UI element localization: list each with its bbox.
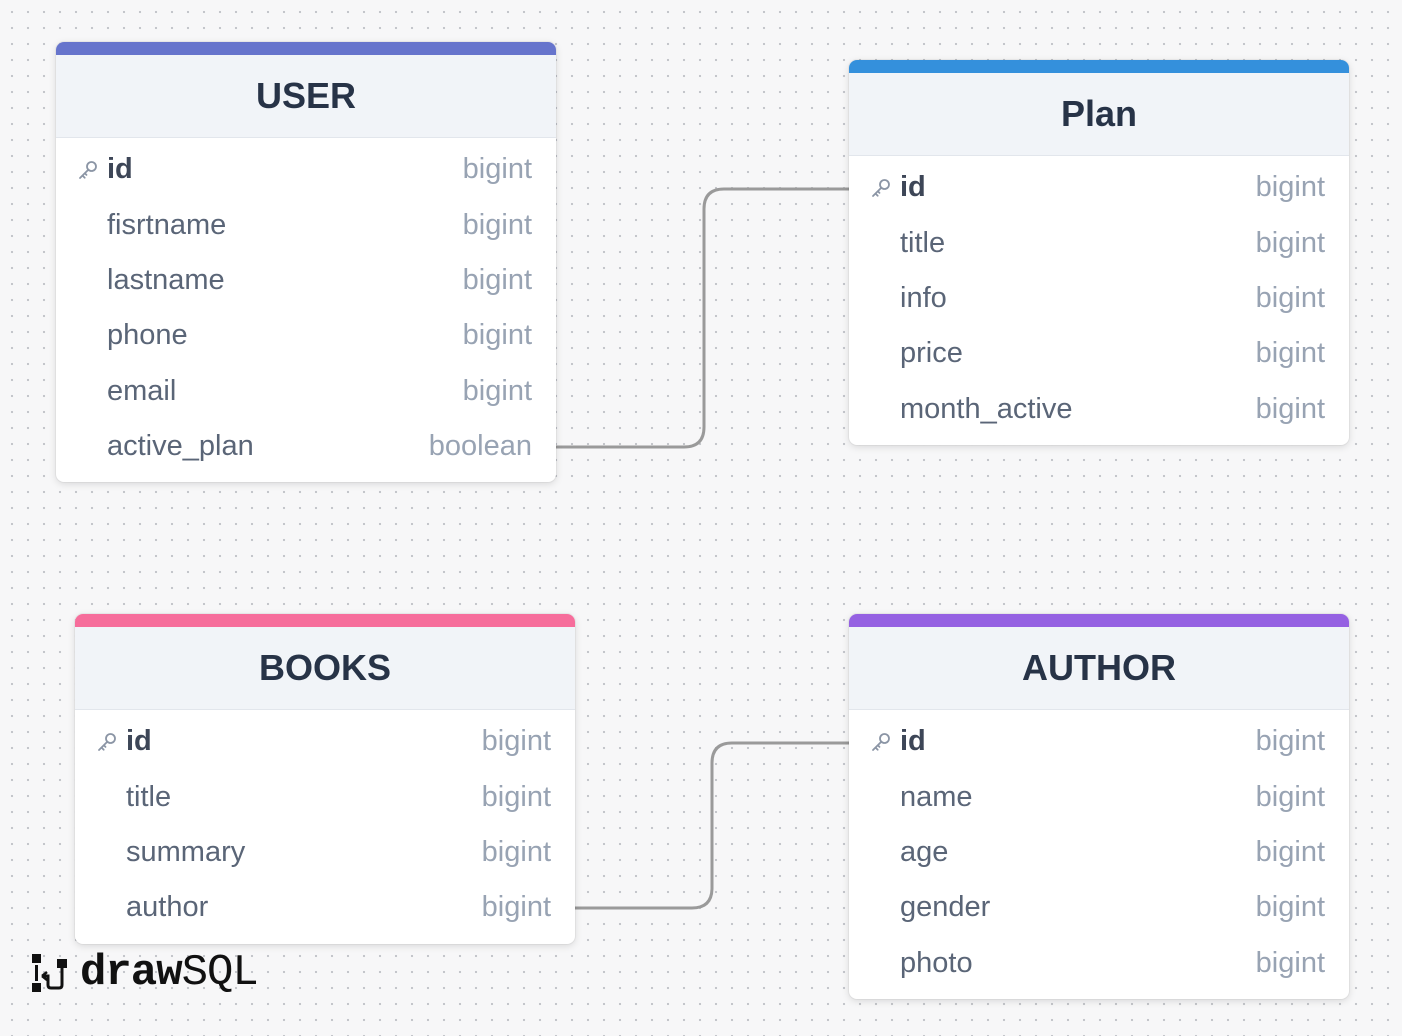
table-header[interactable]: USER — [56, 55, 556, 138]
column-type: bigint — [462, 374, 532, 407]
column-type: bigint — [462, 319, 532, 352]
column-type: bigint — [462, 153, 532, 186]
column-row-email[interactable]: email bigint — [56, 364, 556, 419]
column-type: bigint — [1255, 337, 1325, 370]
column-row-phone[interactable]: phone bigint — [56, 308, 556, 363]
column-name: price — [900, 337, 963, 370]
column-name: title — [126, 780, 172, 813]
column-list: id bigint title bigint summary bigint author bi… — [75, 710, 575, 944]
column-row-author[interactable]: author bigint — [75, 880, 575, 935]
column-type: boolean — [428, 430, 532, 463]
column-type: bigint — [1255, 281, 1325, 314]
relation-books-author-to-author-id[interactable] — [575, 741, 849, 910]
column-type: bigint — [481, 780, 551, 813]
column-name: active_plan — [107, 430, 254, 463]
primary-key-icon — [76, 158, 107, 182]
column-type: bigint — [1255, 392, 1325, 425]
column-row-title[interactable]: title bigint — [75, 769, 575, 824]
primary-key-icon — [869, 730, 900, 754]
table-user[interactable]: USER id bigint fisrtname bigint lastname bigi… — [56, 42, 556, 483]
column-row-lastname[interactable]: lastname bigint — [56, 253, 556, 308]
column-name: info — [900, 281, 947, 314]
column-row-photo[interactable]: photo bigint — [849, 936, 1349, 991]
column-row-summary[interactable]: summary bigint — [75, 825, 575, 880]
table-title: USER — [255, 75, 357, 116]
table-plan[interactable]: Plan id bigint title bigint info bigint price b… — [849, 60, 1349, 445]
table-accent-bar — [56, 42, 556, 55]
column-type: bigint — [1255, 891, 1325, 924]
column-name: author — [126, 891, 209, 924]
table-header[interactable]: AUTHOR — [849, 627, 1349, 710]
table-title: BOOKS — [258, 647, 391, 688]
column-type: bigint — [481, 725, 551, 758]
column-type: bigint — [462, 208, 532, 241]
column-type: bigint — [481, 891, 551, 924]
column-name: id — [126, 725, 152, 758]
column-name: month_active — [900, 392, 1073, 425]
column-type: bigint — [1255, 835, 1325, 868]
table-accent-bar — [849, 60, 1349, 73]
table-title: AUTHOR — [1022, 647, 1176, 688]
column-row-month-active[interactable]: month_active bigint — [849, 382, 1349, 437]
column-type: bigint — [481, 835, 551, 868]
column-type: bigint — [1255, 226, 1325, 259]
table-accent-bar — [849, 614, 1349, 627]
column-name: summary — [126, 835, 246, 868]
column-type: bigint — [1255, 946, 1325, 979]
primary-key-icon — [95, 730, 126, 754]
column-type: bigint — [1255, 780, 1325, 813]
column-type: bigint — [462, 263, 532, 296]
table-accent-bar — [75, 614, 575, 627]
column-row-id[interactable]: id bigint — [849, 714, 1349, 769]
logo-text-draw: draw — [80, 948, 183, 998]
column-type: bigint — [1255, 725, 1325, 758]
column-row-name[interactable]: name bigint — [849, 769, 1349, 824]
column-row-price[interactable]: price bigint — [849, 326, 1349, 381]
relation-user-active-plan-to-plan-id[interactable] — [556, 187, 849, 449]
primary-key-icon — [869, 176, 900, 200]
column-list: id bigint title bigint info bigint price bigint… — [849, 156, 1349, 445]
column-name: email — [107, 374, 177, 407]
column-name: photo — [900, 946, 973, 979]
column-name: title — [900, 226, 946, 259]
table-header[interactable]: Plan — [849, 73, 1349, 156]
column-row-gender[interactable]: gender bigint — [849, 880, 1349, 935]
column-row-id[interactable]: id bigint — [849, 160, 1349, 215]
column-name: gender — [900, 891, 991, 924]
column-row-id[interactable]: id bigint — [56, 142, 556, 197]
column-row-active-plan[interactable]: active_plan boolean — [56, 419, 556, 474]
column-name: id — [107, 153, 133, 186]
column-type: bigint — [1255, 171, 1325, 204]
column-name: age — [900, 835, 949, 868]
column-row-fisrtname[interactable]: fisrtname bigint — [56, 197, 556, 252]
column-row-title[interactable]: title bigint — [849, 215, 1349, 270]
logo-text-sql: SQL — [181, 948, 259, 998]
column-name: id — [900, 725, 926, 758]
column-name: id — [900, 171, 926, 204]
column-name: lastname — [107, 263, 225, 296]
drawsql-logo-icon — [32, 954, 67, 992]
column-row-id[interactable]: id bigint — [75, 714, 575, 769]
column-name: fisrtname — [107, 208, 227, 241]
column-row-info[interactable]: info bigint — [849, 271, 1349, 326]
column-name: phone — [107, 319, 188, 352]
column-row-age[interactable]: age bigint — [849, 825, 1349, 880]
column-name: name — [900, 780, 973, 813]
drawsql-logo: draw SQL — [30, 948, 259, 998]
table-title: Plan — [1060, 93, 1138, 134]
table-header[interactable]: BOOKS — [75, 627, 575, 710]
